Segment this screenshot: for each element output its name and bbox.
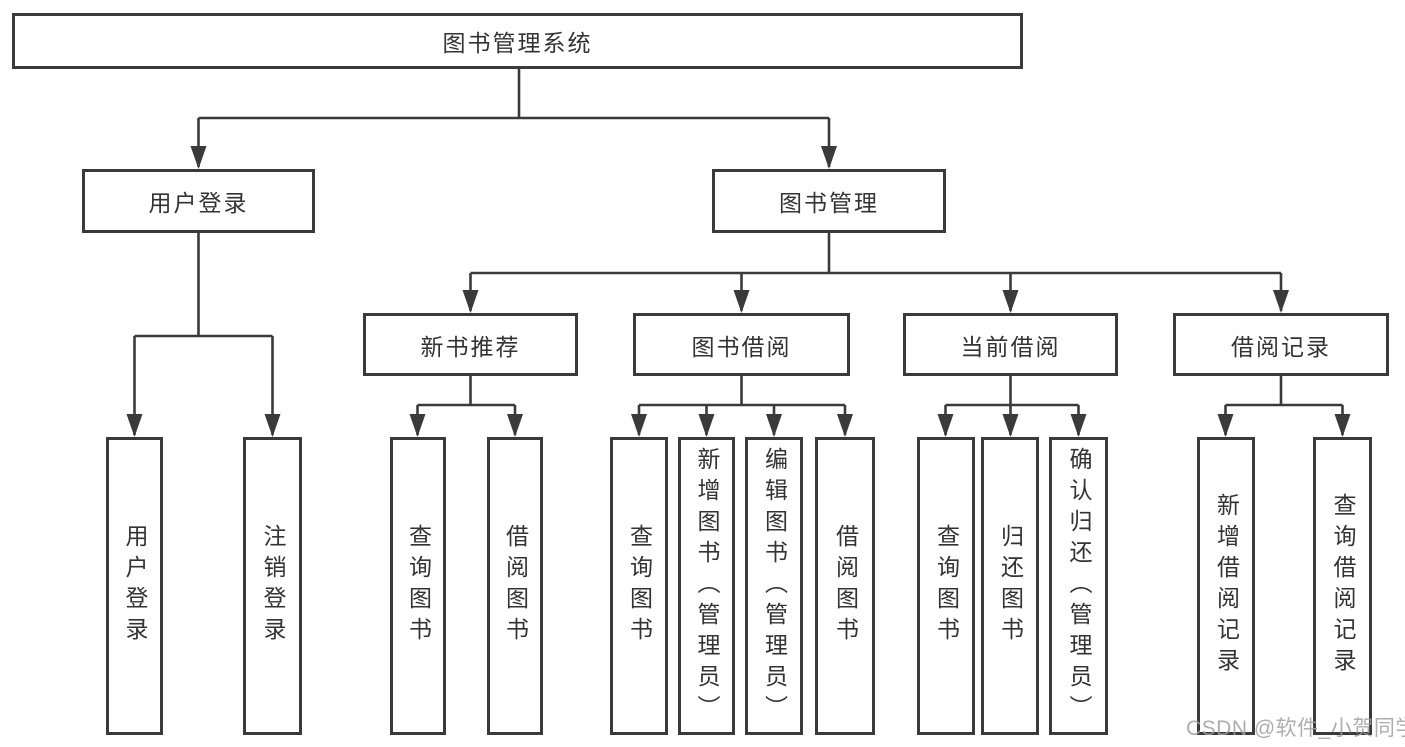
leaf-borrow-books: 借阅图书 [815, 437, 875, 735]
node-new-book-recommendation: 新书推荐 [363, 313, 578, 376]
leaf-query-borrow-record: 查询借阅记录 [1313, 437, 1372, 735]
node-library-management-system: 图书管理系统 [12, 13, 1023, 69]
node-book-management: 图书管理 [712, 169, 946, 233]
leaf-query-books-borrowing: 查询图书 [610, 437, 668, 735]
leaf-query-books-current: 查询图书 [917, 437, 975, 735]
leaf-return-books: 归还图书 [981, 437, 1039, 735]
leaf-edit-books-admin: 编辑图书（管理员） [745, 437, 803, 735]
leaf-user-login: 用户登录 [106, 437, 163, 735]
csdn-watermark: CSDN @软件_小贺同学 [1186, 717, 1405, 740]
leaf-borrow-books-recommend: 借阅图书 [487, 437, 543, 735]
leaf-add-borrow-record: 新增借阅记录 [1197, 437, 1255, 735]
node-book-borrowing: 图书借阅 [633, 313, 850, 376]
leaf-query-books-recommend: 查询图书 [390, 437, 446, 735]
leaf-confirm-return-admin: 确认归还（管理员） [1049, 437, 1108, 735]
leaf-logout: 注销登录 [243, 437, 302, 735]
arrowhead-icons [126, 146, 1351, 437]
node-borrowing-records: 借阅记录 [1173, 313, 1389, 376]
node-user-login: 用户登录 [82, 169, 315, 233]
leaf-add-books-admin: 新增图书（管理员） [678, 437, 735, 735]
node-current-borrowing: 当前借阅 [903, 313, 1118, 376]
